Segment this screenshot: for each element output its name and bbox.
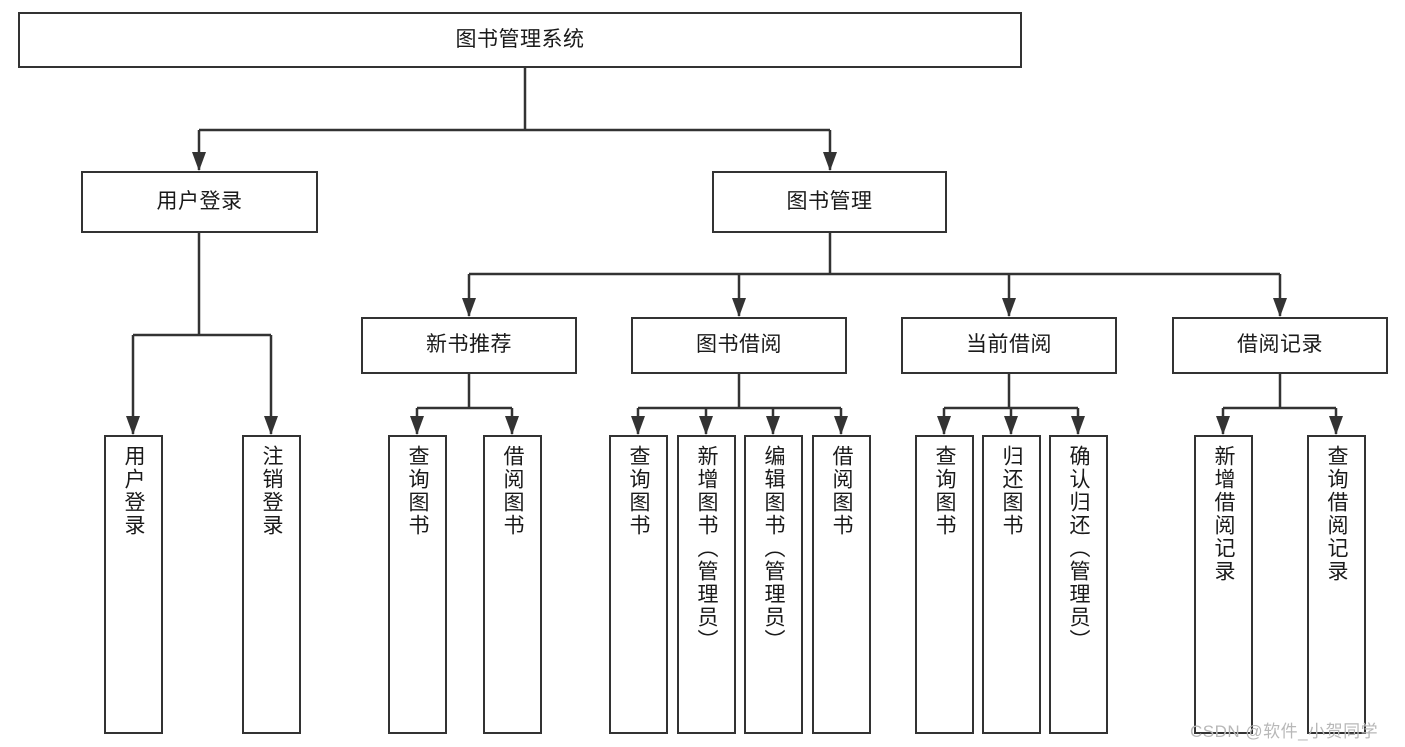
node-label: 新增借阅记录 (1212, 445, 1235, 583)
node-leaf-borrow-book[interactable]: 借阅图书 (812, 435, 871, 734)
node-leaf-borrow-book-rec[interactable]: 借阅图书 (483, 435, 542, 734)
watermark-text: CSDN @软件_小贺同学 (1190, 722, 1379, 741)
node-leaf-add-borrow-record[interactable]: 新增借阅记录 (1194, 435, 1253, 734)
node-leaf-query-book-borrow[interactable]: 查询图书 (609, 435, 668, 734)
node-label: 注销登录 (260, 445, 283, 537)
node-label: 图书管理 (786, 189, 873, 213)
node-label: 图书管理系统 (455, 27, 585, 51)
node-borrow-records[interactable]: 借阅记录 (1172, 317, 1388, 374)
node-label: 新书推荐 (426, 333, 512, 357)
node-label: 归还图书 (1000, 445, 1023, 537)
node-label: 借阅记录 (1237, 333, 1323, 357)
node-label: 查询图书 (406, 445, 429, 537)
node-leaf-edit-book[interactable]: 编辑图书（管理员） (744, 435, 803, 734)
node-leaf-confirm-return[interactable]: 确认归还（管理员） (1049, 435, 1108, 734)
node-label: 查询图书 (933, 445, 956, 537)
node-book-borrow[interactable]: 图书借阅 (631, 317, 847, 374)
node-leaf-user-login[interactable]: 用户登录 (104, 435, 163, 734)
node-label: 查询借阅记录 (1325, 445, 1348, 583)
node-label: 借阅图书 (501, 445, 524, 537)
node-leaf-query-book-current[interactable]: 查询图书 (915, 435, 974, 734)
node-label: 确认归还（管理员） (1067, 445, 1090, 652)
node-label: 新增图书（管理员） (695, 445, 718, 652)
node-user-login[interactable]: 用户登录 (81, 171, 318, 233)
node-label: 用户登录 (156, 189, 243, 213)
node-leaf-query-borrow-record[interactable]: 查询借阅记录 (1307, 435, 1366, 734)
node-label: 编辑图书（管理员） (762, 445, 785, 652)
node-label: 查询图书 (627, 445, 650, 537)
node-book-manage[interactable]: 图书管理 (712, 171, 947, 233)
node-label: 当前借阅 (966, 333, 1052, 357)
node-label: 图书借阅 (696, 333, 782, 357)
node-root[interactable]: 图书管理系统 (18, 12, 1022, 68)
node-label: 借阅图书 (830, 445, 853, 537)
node-label: 用户登录 (122, 445, 145, 537)
node-leaf-return-book[interactable]: 归还图书 (982, 435, 1041, 734)
node-leaf-user-logout[interactable]: 注销登录 (242, 435, 301, 734)
node-current-borrow[interactable]: 当前借阅 (901, 317, 1117, 374)
node-new-book-recommend[interactable]: 新书推荐 (361, 317, 577, 374)
node-leaf-query-book-rec[interactable]: 查询图书 (388, 435, 447, 734)
node-leaf-add-book[interactable]: 新增图书（管理员） (677, 435, 736, 734)
